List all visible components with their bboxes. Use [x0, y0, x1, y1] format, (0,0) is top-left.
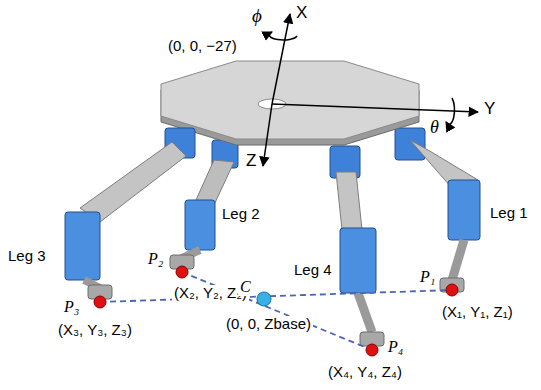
leg-label: Leg 4	[294, 262, 332, 279]
body-plate	[161, 61, 419, 145]
angle-symbol: θ	[430, 118, 439, 138]
coordinate-axes	[263, 14, 478, 166]
point-label: P₄	[388, 338, 403, 356]
leg-one	[395, 128, 480, 292]
point-label: P₁	[420, 268, 435, 286]
axis-label: X	[296, 4, 307, 23]
point-label: P₃	[64, 298, 79, 316]
coordinate-label: (X₄, Y₄, Z₄)	[326, 364, 404, 381]
leg-three	[65, 128, 195, 299]
leg-label: Leg 1	[490, 205, 528, 222]
axis-label: Y	[484, 100, 495, 119]
axis-label: Z	[246, 152, 256, 171]
coordinate-label: (X₃, Y₃, Z₃)	[56, 322, 134, 339]
leg-label: Leg 3	[8, 248, 46, 265]
point-label: P₂	[148, 250, 163, 268]
leg-four	[330, 146, 384, 346]
leg-label: Leg 2	[222, 206, 260, 223]
point-label: C	[238, 278, 253, 296]
angle-symbol: ϕ	[252, 6, 262, 27]
foot-points	[94, 266, 458, 356]
coordinate-label: (0, 0, −27)	[168, 38, 237, 55]
coordinate-label: (X₁, Y₁, Z₁)	[440, 304, 515, 321]
coordinate-label: (0, 0, Zbase)	[224, 316, 313, 333]
